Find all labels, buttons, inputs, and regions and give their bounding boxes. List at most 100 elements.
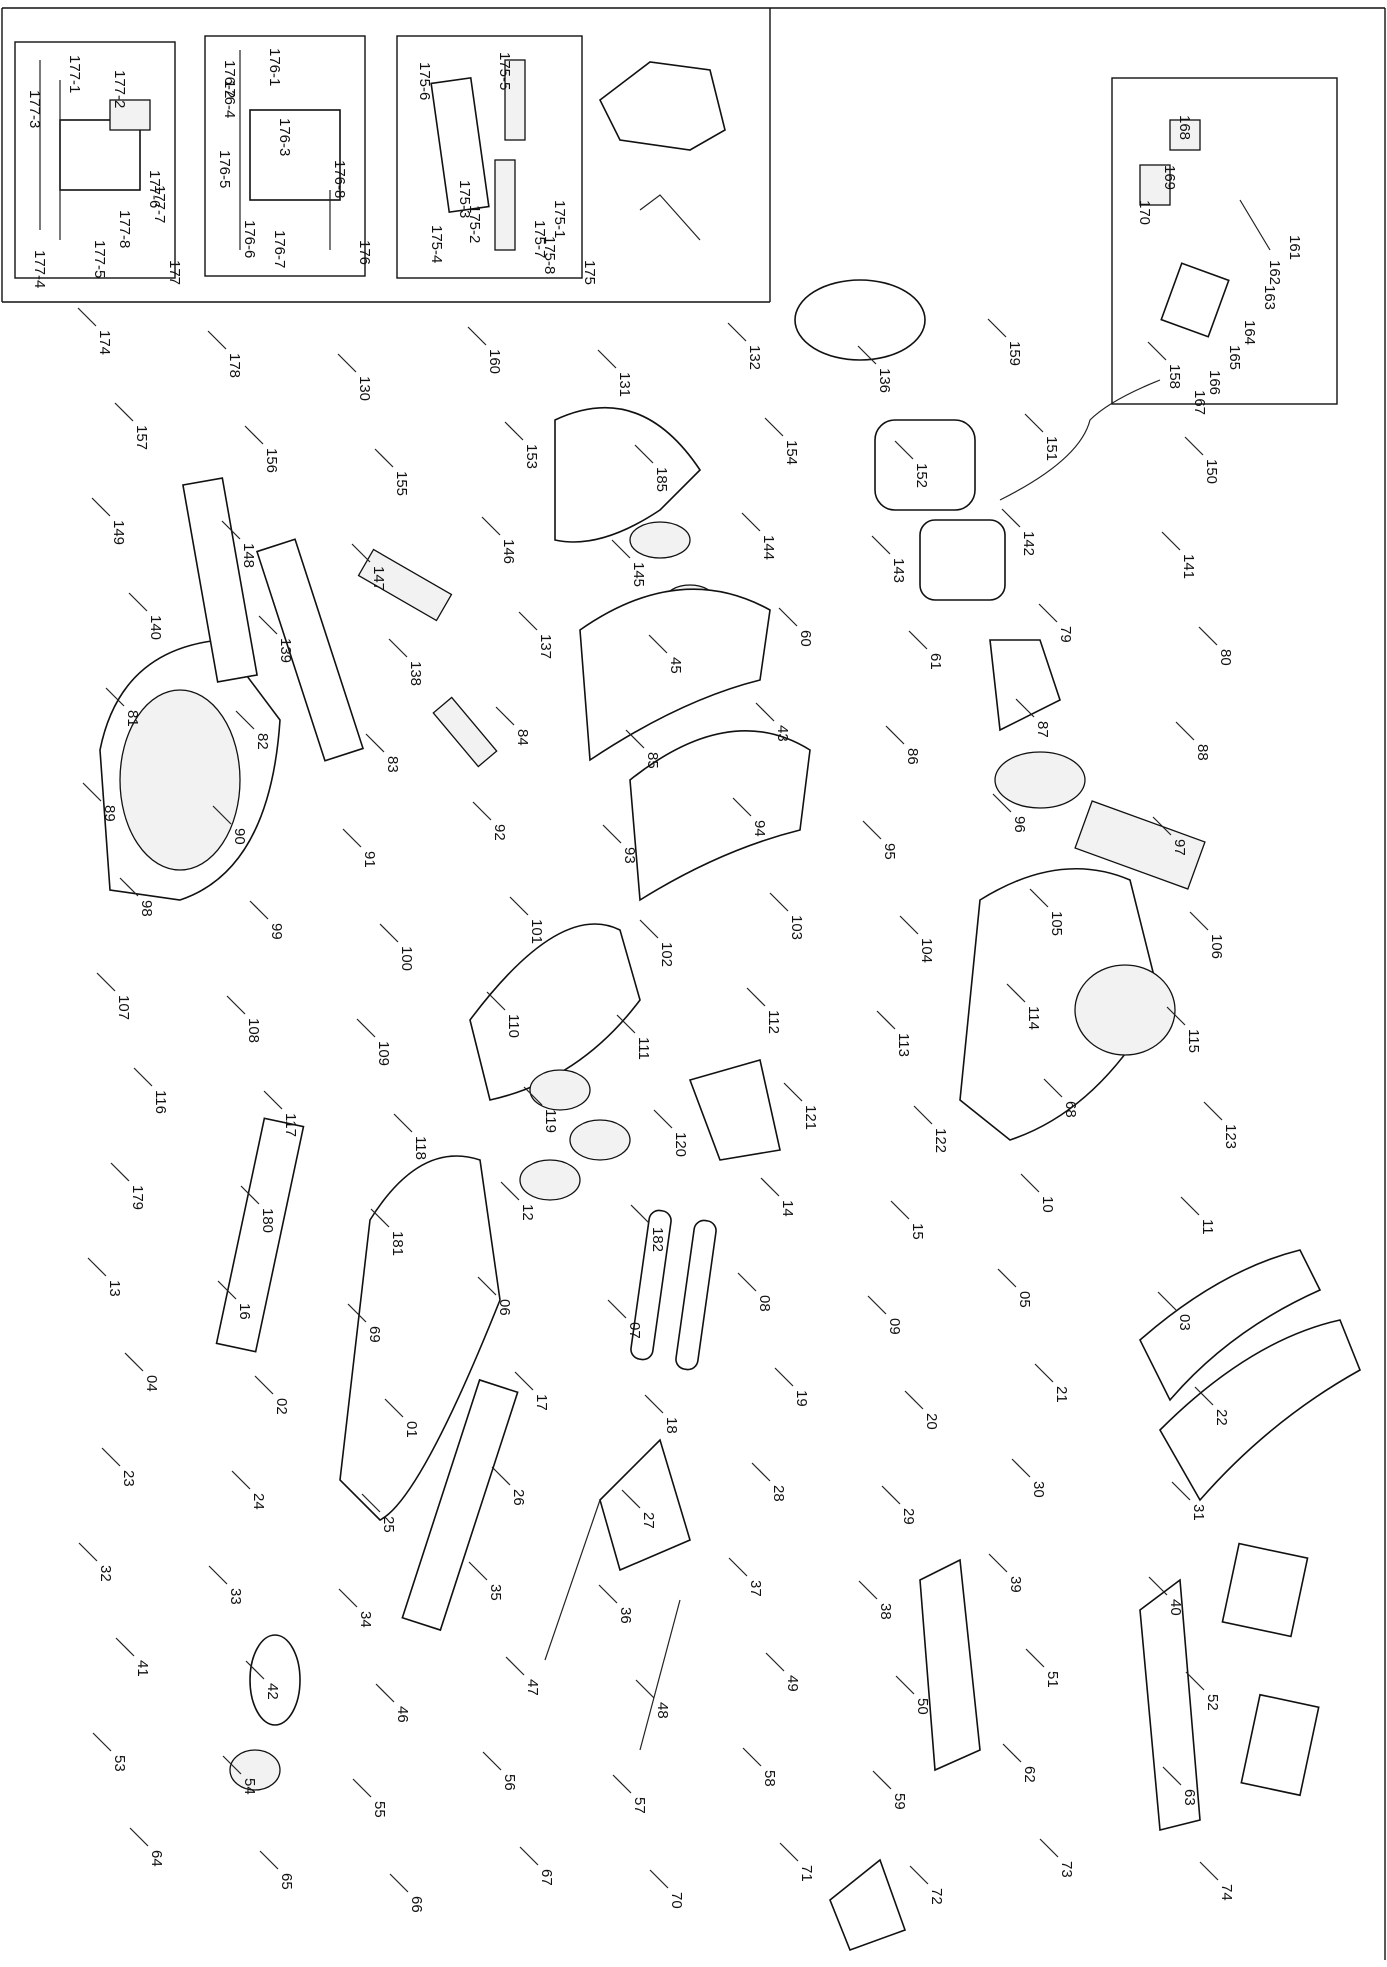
part-label-175: 175 <box>581 260 598 285</box>
leader-line-93 <box>602 824 622 844</box>
leader-line-27 <box>621 1489 641 1509</box>
leader-line-63 <box>1162 1766 1182 1786</box>
part-label-107: 107 <box>115 995 132 1020</box>
part-label-176-8: 176-8 <box>331 160 348 198</box>
leader-line-13 <box>87 1257 107 1277</box>
part-label-99: 99 <box>268 923 285 940</box>
part-label-42: 42 <box>264 1683 281 1700</box>
part-label-45: 45 <box>667 657 684 674</box>
part-label-154: 154 <box>783 440 800 465</box>
part-label-26: 26 <box>510 1489 527 1506</box>
part-label-141: 141 <box>1180 554 1197 579</box>
part-label-175-8: 175-8 <box>541 236 558 274</box>
part-label-117: 117 <box>282 1113 299 1137</box>
part-label-61: 61 <box>927 653 944 670</box>
part-label-84: 84 <box>514 729 531 746</box>
part-label-35: 35 <box>487 1584 504 1601</box>
part-label-177-8: 177-8 <box>116 210 133 248</box>
leader-line-153 <box>504 421 524 441</box>
part-label-146: 146 <box>500 539 517 564</box>
leader-line-48 <box>635 1679 655 1699</box>
leader-line-01 <box>384 1398 404 1418</box>
bottom-housings-group <box>829 1542 1320 1952</box>
part-label-181: 181 <box>389 1231 406 1256</box>
leader-line-57 <box>612 1774 632 1794</box>
part-label-177: 177 <box>166 260 183 285</box>
part-label-39: 39 <box>1007 1576 1024 1593</box>
leader-line-147 <box>351 543 371 563</box>
leader-line-114 <box>1006 983 1026 1003</box>
part-label-51: 51 <box>1044 1671 1061 1688</box>
part-label-147: 147 <box>370 566 387 591</box>
part-label-90: 90 <box>231 828 248 845</box>
leader-line-15 <box>890 1200 910 1220</box>
part-label-166: 166 <box>1206 370 1223 395</box>
part-label-46: 46 <box>394 1706 411 1723</box>
leader-line-136 <box>857 345 877 365</box>
part-label-130: 130 <box>356 376 373 401</box>
leader-line-61 <box>908 630 928 650</box>
part-label-65: 65 <box>278 1873 295 1890</box>
part-label-110: 110 <box>505 1014 522 1038</box>
part-label-168: 168 <box>1176 115 1193 140</box>
leader-line-02 <box>254 1375 274 1395</box>
part-label-170: 170 <box>1136 200 1153 225</box>
part-label-176-3: 176-3 <box>276 118 293 156</box>
part-label-58: 58 <box>761 1770 778 1787</box>
part-label-87: 87 <box>1034 721 1051 738</box>
leader-line-22 <box>1194 1386 1214 1406</box>
leader-line-03 <box>1157 1291 1177 1311</box>
part-label-162: 162 <box>1266 260 1283 285</box>
part-label-111: 111 <box>635 1037 652 1060</box>
leader-line-47 <box>505 1656 525 1676</box>
leader-line-50 <box>895 1675 915 1695</box>
part-label-105: 105 <box>1048 911 1065 936</box>
part-label-63: 63 <box>1181 1789 1198 1806</box>
leader-line-32 <box>78 1542 98 1562</box>
leader-line-64 <box>129 1827 149 1847</box>
leader-line-73 <box>1039 1838 1059 1858</box>
leader-line-159 <box>987 318 1007 338</box>
leader-line-60 <box>778 607 798 627</box>
leader-line-59 <box>872 1770 892 1790</box>
leader-line-28 <box>751 1462 771 1482</box>
part-label-175-3: 175-3 <box>456 180 473 218</box>
fence-group <box>255 538 498 768</box>
leader-line-55 <box>352 1778 372 1798</box>
part-label-161: 161 <box>1286 235 1303 260</box>
leader-line-04 <box>124 1352 144 1372</box>
leader-line-17 <box>514 1371 534 1391</box>
leader-line-154 <box>764 417 784 437</box>
part-label-81: 81 <box>124 710 141 727</box>
part-label-31: 31 <box>1190 1504 1207 1521</box>
leader-line-146 <box>481 516 501 536</box>
part-label-140: 140 <box>147 615 164 640</box>
rail-group <box>630 1058 781 1371</box>
leader-line-80 <box>1198 626 1218 646</box>
leader-line-82 <box>235 710 255 730</box>
part-label-177-3: 177-3 <box>26 90 43 128</box>
part-label-112: 112 <box>765 1010 782 1034</box>
leader-line-46 <box>375 1683 395 1703</box>
arm-housing-group <box>959 800 1206 1141</box>
part-label-143: 143 <box>890 558 907 583</box>
leader-line-111 <box>616 1014 636 1034</box>
leader-line-145 <box>611 539 631 559</box>
leader-line-108 <box>226 995 246 1015</box>
part-label-175-6: 175-6 <box>416 62 433 100</box>
leader-line-150 <box>1184 436 1204 456</box>
leader-line-87 <box>1015 698 1035 718</box>
base-group <box>339 1155 519 1632</box>
part-label-118: 118 <box>412 1136 429 1160</box>
leader-line-143 <box>871 535 891 555</box>
part-label-138: 138 <box>407 661 424 686</box>
leader-line-89 <box>82 782 102 802</box>
leader-line-100 <box>379 923 399 943</box>
part-label-40: 40 <box>1167 1599 1184 1616</box>
part-label-85: 85 <box>644 752 661 769</box>
part-label-151: 151 <box>1043 436 1060 461</box>
leader-line-06 <box>477 1276 497 1296</box>
leader-line-69 <box>347 1303 367 1323</box>
